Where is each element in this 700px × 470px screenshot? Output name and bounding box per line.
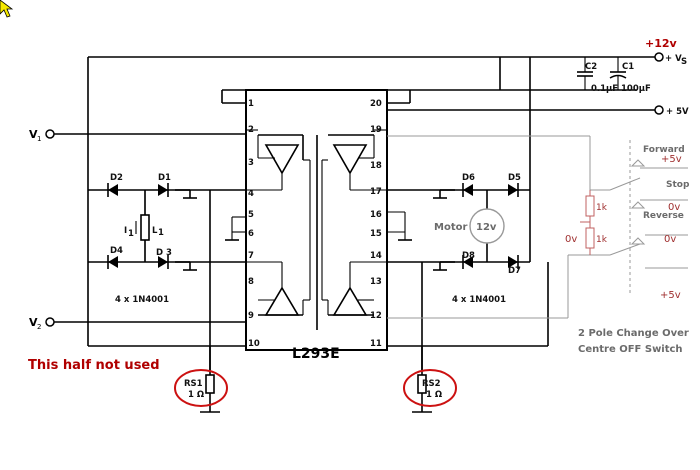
pin-13: 13 <box>370 277 382 287</box>
switch-forward: Forward <box>643 145 685 155</box>
d6-label: D6 <box>462 173 475 183</box>
input-v2-subscript: 2 <box>37 323 41 331</box>
pin-9: 9 <box>248 311 254 321</box>
switch-reverse: Reverse <box>643 211 684 221</box>
sense-resistor-rs1 <box>174 346 228 413</box>
supply-vs-label: + V <box>665 54 682 64</box>
inductor-l1 <box>135 214 150 241</box>
pin-15: 15 <box>370 229 382 239</box>
buffer-left-top <box>257 134 304 190</box>
switch-wiring <box>387 135 688 319</box>
c1-value: 100µF <box>621 84 651 94</box>
chip-ground-right <box>387 211 412 241</box>
half-not-used-note: This half not used <box>28 358 160 373</box>
pin-7: 7 <box>248 251 254 261</box>
pin-12: 12 <box>370 311 382 321</box>
switch-plus5-top: +5v <box>661 154 682 165</box>
input-v2-terminal[interactable] <box>45 317 55 327</box>
pin-17: 17 <box>370 187 382 197</box>
current-label: I <box>124 226 127 236</box>
switch-r1-label: 1k <box>596 203 608 213</box>
supply-5v-terminal[interactable] <box>654 105 664 115</box>
inductor-label: L <box>152 226 158 236</box>
mouse-pointer-icon <box>0 0 14 18</box>
switch-caption-line2: Centre OFF Switch <box>578 344 683 355</box>
switch-stop: Stop <box>666 180 690 190</box>
l293e-chip <box>245 89 388 351</box>
pin-20: 20 <box>370 99 382 109</box>
diode-d3 <box>158 255 169 269</box>
diode-d6 <box>462 183 473 197</box>
left-half-bridge-wiring <box>88 189 246 370</box>
pin-6: 6 <box>248 229 254 239</box>
diode-d7 <box>508 255 519 269</box>
motor-label: Motor <box>434 222 467 233</box>
pin-11: 11 <box>370 339 382 349</box>
buffer-left-bottom <box>258 262 304 316</box>
supply-5v-label: + 5V <box>666 107 689 117</box>
rs1-name: RS1 <box>184 379 203 389</box>
input-v2-label: V <box>29 316 38 329</box>
pin-10: 10 <box>248 339 260 349</box>
switch-zero-mid-left: 0v <box>565 234 577 245</box>
capacitor-c2 <box>577 57 593 90</box>
switch-resistors <box>580 190 595 255</box>
d7-label: D7 <box>508 266 521 276</box>
buffer-right-bottom <box>327 262 374 316</box>
pin-16: 16 <box>370 210 382 220</box>
current-subscript: 1 <box>128 229 134 239</box>
diode-d1 <box>158 183 169 197</box>
d4-label: D4 <box>110 246 123 256</box>
chip-ground-left <box>225 216 246 241</box>
buffer-right-top <box>328 134 375 190</box>
c2-name: C2 <box>585 62 597 72</box>
supply-vs-subscript: S <box>681 57 687 67</box>
pin-8: 8 <box>248 277 254 287</box>
capacitor-c1 <box>609 57 627 90</box>
sense-resistor-rs2 <box>403 346 457 413</box>
switch-zero-top: 0v <box>668 202 680 213</box>
pin-1: 1 <box>248 99 254 109</box>
diode-d5 <box>508 183 519 197</box>
rs2-name: RS2 <box>422 379 441 389</box>
input-v1-terminal[interactable] <box>45 129 55 139</box>
diode-d8 <box>462 255 473 269</box>
d1-label: D1 <box>158 173 171 183</box>
pin-3: 3 <box>248 158 254 168</box>
switch-caption-line1: 2 Pole Change Over <box>578 328 689 339</box>
switch-r2-label: 1k <box>596 235 608 245</box>
motor-voltage: 12v <box>476 222 497 233</box>
switch-plus5-bottom: +5v <box>660 290 681 301</box>
inductor-subscript: 1 <box>158 228 164 238</box>
pin-4: 4 <box>248 189 254 199</box>
diode-d4 <box>107 255 118 269</box>
pin-5: 5 <box>248 210 254 220</box>
motor <box>469 208 505 244</box>
input-v1-label: V <box>29 128 38 141</box>
d3-label: D 3 <box>156 248 172 258</box>
pin-14: 14 <box>370 251 382 261</box>
supply-12v-terminal[interactable] <box>654 52 664 62</box>
d8-label: D8 <box>462 251 475 261</box>
chip-pin-numbers-right: 20 19 18 17 16 15 14 13 12 11 <box>370 99 382 349</box>
input-v1-subscript: 1 <box>37 135 41 143</box>
right-half-bridge-wiring <box>387 189 530 370</box>
supply-12v-label: +12v <box>645 37 678 50</box>
rs2-value: 1 Ω <box>426 390 442 400</box>
c1-name: C1 <box>622 62 634 72</box>
switch-zero-mid-right: 0v <box>664 234 676 245</box>
chip-name: L293E <box>292 346 340 362</box>
diode-d2 <box>107 183 118 197</box>
chip-internal-wiring <box>246 129 387 301</box>
rs1-value: 1 Ω <box>188 390 204 400</box>
right-diode-type: 4 x 1N4001 <box>452 295 506 305</box>
pin-18: 18 <box>370 161 382 171</box>
c2-value: 0.1µF <box>591 84 618 94</box>
d2-label: D2 <box>110 173 123 183</box>
left-diode-type: 4 x 1N4001 <box>115 295 169 305</box>
d5-label: D5 <box>508 173 521 183</box>
